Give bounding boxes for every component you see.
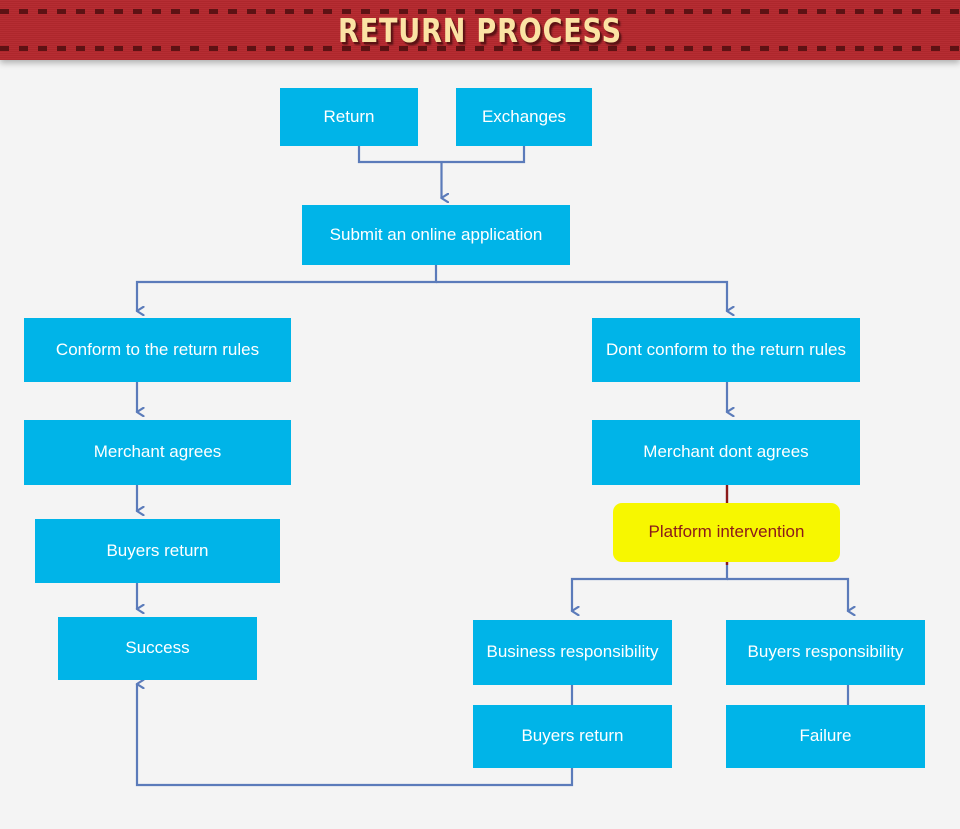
node-business-responsibility[interactable]: Business responsibility bbox=[473, 620, 672, 685]
edge-submit-to-not-conform bbox=[436, 280, 727, 311]
node-failure[interactable]: Failure bbox=[726, 705, 925, 768]
node-success[interactable]: Success bbox=[58, 617, 257, 680]
node-platform-intervention[interactable]: Platform intervention bbox=[613, 503, 840, 562]
node-submit-application[interactable]: Submit an online application bbox=[302, 205, 570, 265]
node-dont-conform-to-return-rules[interactable]: Dont conform to the return rules bbox=[592, 318, 860, 382]
node-merchant-dont-agrees[interactable]: Merchant dont agrees bbox=[592, 420, 860, 485]
edge-loop-back-to-success bbox=[137, 684, 574, 787]
node-return[interactable]: Return bbox=[280, 88, 418, 146]
node-merchant-agrees[interactable]: Merchant agrees bbox=[24, 420, 291, 485]
node-buyers-return-right[interactable]: Buyers return bbox=[473, 705, 672, 768]
connector-layer bbox=[0, 146, 960, 787]
header-banner: RETURN PROCESS bbox=[0, 0, 960, 60]
stitch-line-bottom bbox=[0, 46, 960, 51]
stitch-line-top bbox=[0, 9, 960, 14]
edge-return-exchanges-merge bbox=[357, 146, 526, 164]
edge-platform-to-business-responsibility bbox=[572, 562, 729, 611]
edge-platform-to-buyers-responsibility bbox=[727, 577, 848, 611]
node-exchanges[interactable]: Exchanges bbox=[456, 88, 592, 146]
page-title: RETURN PROCESS bbox=[338, 10, 622, 50]
edge-submit-to-conform bbox=[137, 265, 438, 311]
node-conform-to-return-rules[interactable]: Conform to the return rules bbox=[24, 318, 291, 382]
flow-canvas: Return Exchanges Submit an online applic… bbox=[0, 60, 960, 829]
node-buyers-return-left[interactable]: Buyers return bbox=[35, 519, 280, 583]
node-buyers-responsibility[interactable]: Buyers responsibility bbox=[726, 620, 925, 685]
